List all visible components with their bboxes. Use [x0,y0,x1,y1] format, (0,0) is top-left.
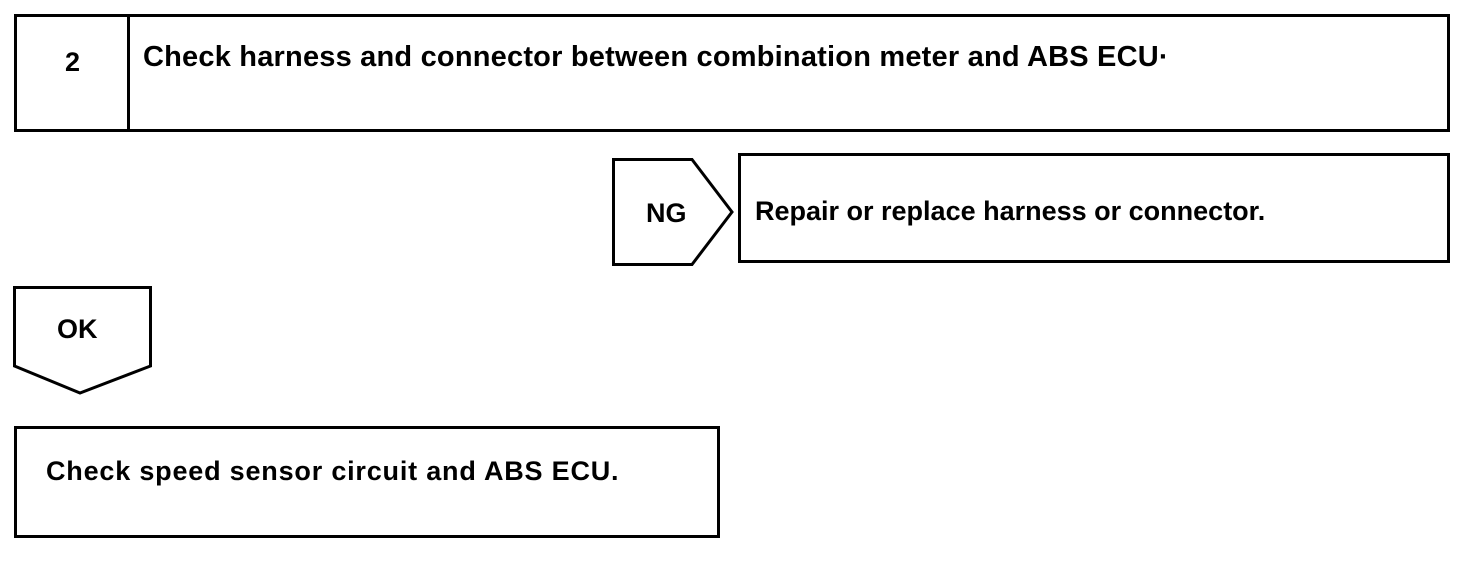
step-title: Check harness and connector between comb… [143,41,1169,73]
ng-label: NG [646,198,687,228]
ok-arrow-shape [13,286,152,395]
step-divider [127,17,130,129]
ok-label: OK [57,314,98,344]
ng-action-box: Repair or replace harness or connector. [738,153,1450,263]
ok-action-box: Check speed sensor circuit and ABS ECU. [14,426,720,538]
step-box: 2 Check harness and connector between co… [14,14,1450,132]
ng-action-text: Repair or replace harness or connector. [755,196,1266,226]
ok-action-text: Check speed sensor circuit and ABS ECU. [46,456,620,486]
step-number: 2 [65,47,81,77]
ng-arrow-shape [612,158,734,266]
